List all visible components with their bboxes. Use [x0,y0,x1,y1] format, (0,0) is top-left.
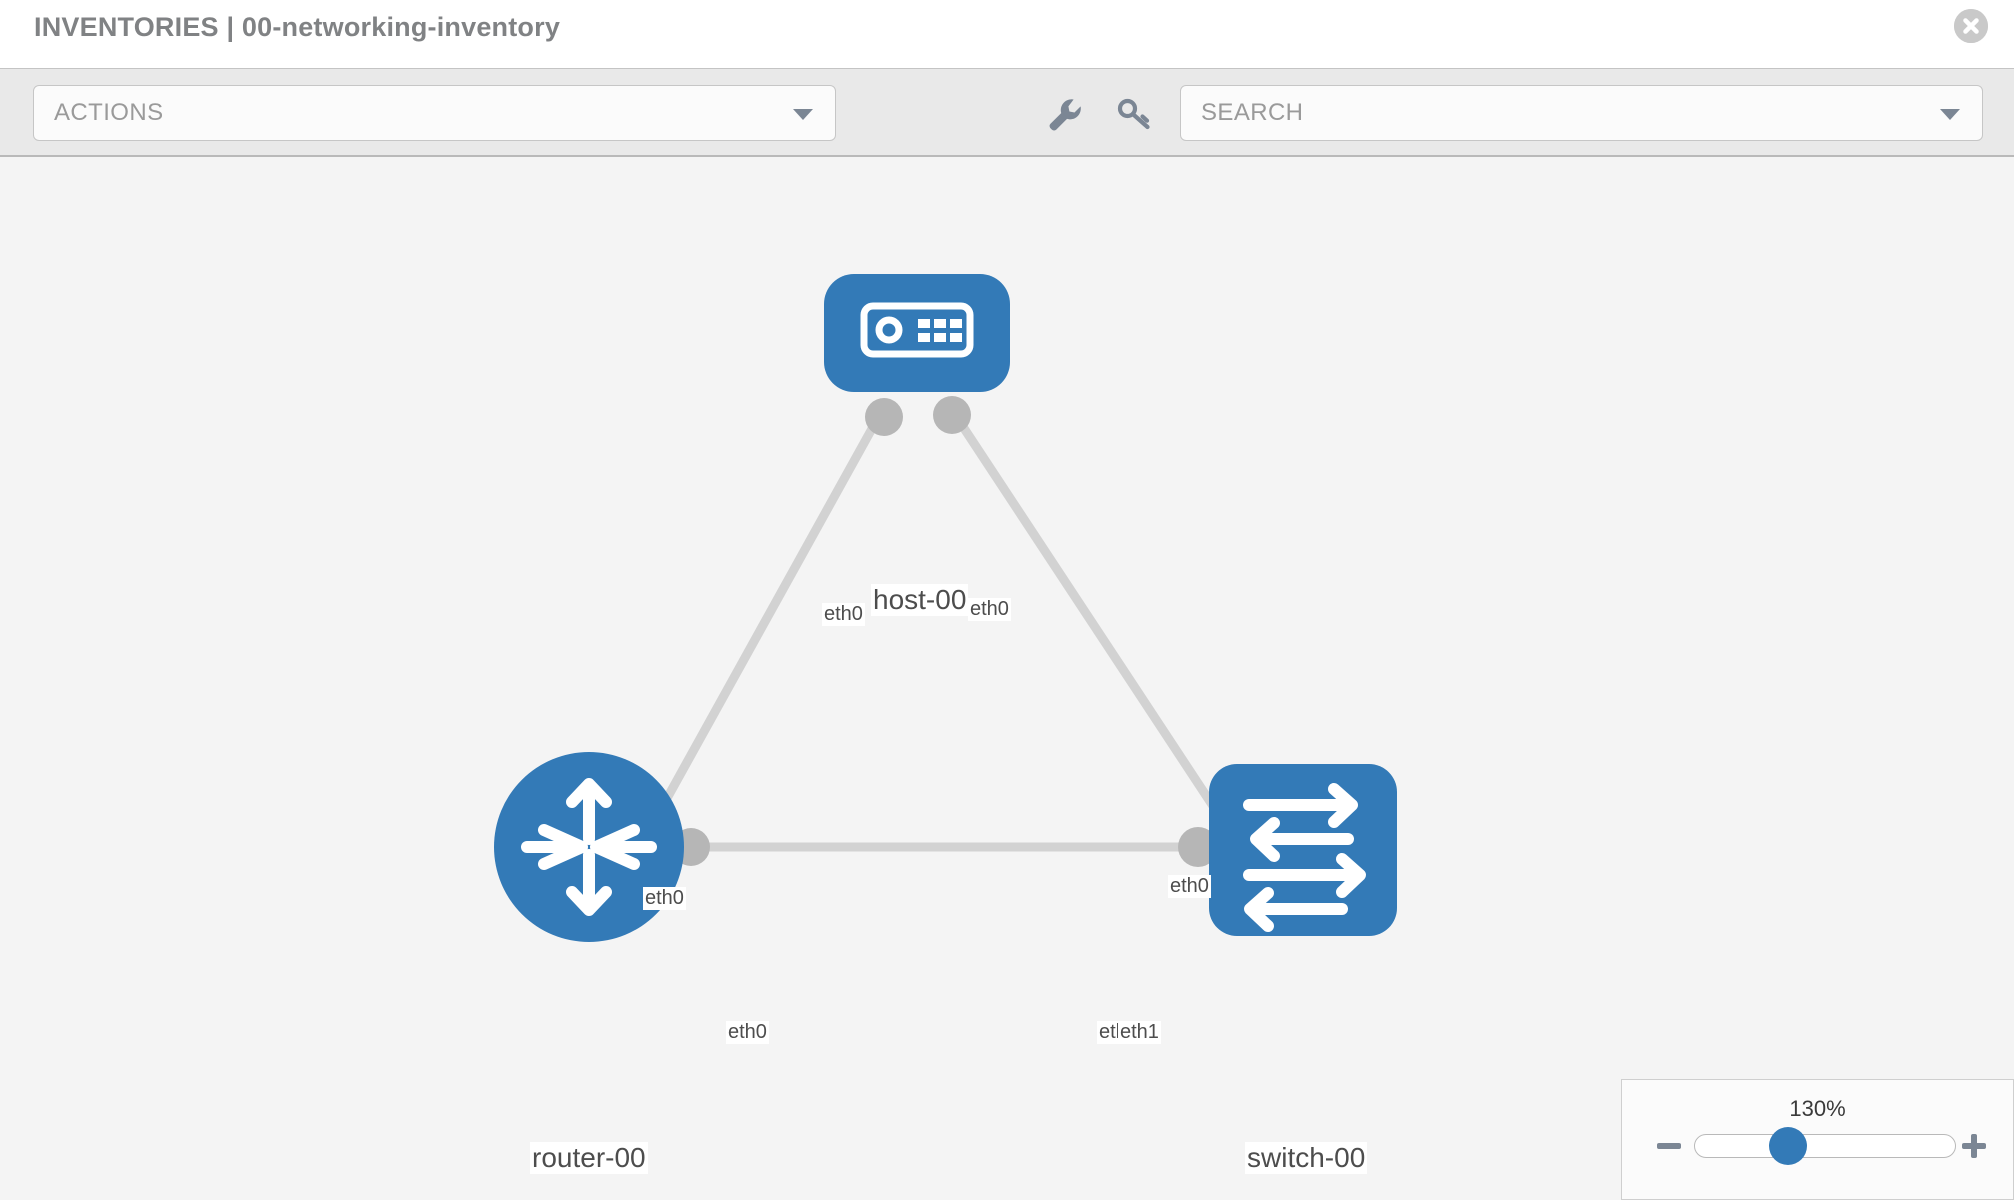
search-placeholder: SEARCH [1201,99,1304,126]
node-label-switch-00: switch-00 [1245,1142,1368,1174]
topology-canvas[interactable]: eth0 eth0 eth0 eth0 eth0 eth eth1 host-0… [0,157,2014,1200]
zoom-out-button[interactable] [1654,1131,1684,1161]
node-host-00[interactable] [824,274,1010,392]
node-switch-00[interactable] [1209,764,1397,936]
page-title: INVENTORIES | 00-networking-inventory [34,12,561,42]
zoom-slider-track[interactable] [1694,1134,1956,1158]
search-input[interactable]: SEARCH [1180,85,1983,141]
node-router-00[interactable] [494,752,684,942]
iface-label: eth0 [968,598,1011,621]
link-host-router[interactable] [636,404,888,850]
key-button[interactable] [1113,93,1155,135]
close-icon [1954,9,1988,43]
zoom-level-value: 130% [1789,1096,1846,1121]
topology-graph [494,274,1397,942]
search-chevron-down-icon [1940,109,1960,120]
endpoint-switch-left[interactable] [1178,827,1218,867]
iface-label: eth0 [822,603,865,626]
toolbar: ACTIONS SEARCH [0,68,2014,157]
page-header: INVENTORIES | 00-networking-inventory [0,0,2014,68]
iface-label: eth0 [726,1021,769,1044]
actions-dropdown[interactable]: ACTIONS [33,85,836,141]
node-label-router-00: router-00 [530,1142,648,1174]
iface-label: eth0 [643,887,686,910]
endpoint-host-left[interactable] [865,398,903,436]
link-host-switch[interactable] [946,404,1244,850]
wrench-button[interactable] [1043,93,1085,135]
iface-label: eth0 [1168,875,1211,898]
node-label-host-00: host-00 [871,584,969,616]
zoom-slider-thumb[interactable] [1769,1127,1807,1165]
zoom-in-button[interactable] [1959,1131,1989,1161]
minus-icon [1657,1143,1681,1149]
plus-icon [1962,1134,1986,1158]
iface-label: eth1 [1118,1021,1161,1044]
key-icon [1117,98,1150,130]
close-button[interactable] [1954,9,1988,43]
actions-dropdown-label: ACTIONS [54,99,164,126]
zoom-control: 130% [1621,1079,2014,1200]
wrench-icon [1049,99,1081,131]
endpoint-host-right[interactable] [933,396,971,434]
chevron-down-icon [793,109,813,120]
